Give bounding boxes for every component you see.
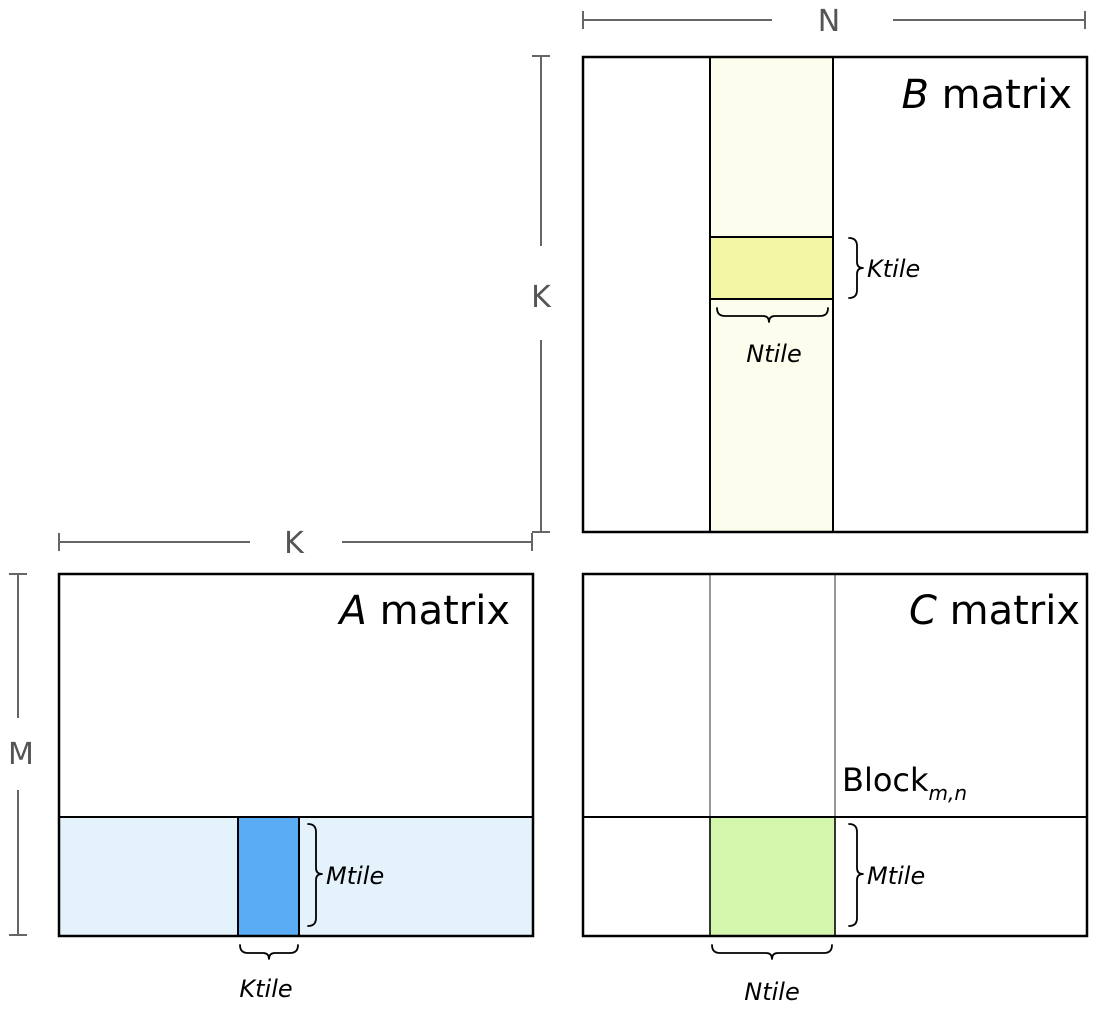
- k-horizontal-dimension-indicator: K: [58, 526, 533, 561]
- m-dimension-indicator: M: [8, 573, 34, 936]
- c-matrix-title: C matrix: [909, 588, 1080, 634]
- c-ntile-brace: [711, 944, 833, 960]
- b-ntile-brace: [716, 307, 829, 323]
- m-dimension-label: M: [8, 737, 34, 772]
- c-matrix: C matrix Blockm,n Mtile Ntile: [581, 572, 1089, 1006]
- a-mtile-brace: [307, 823, 323, 927]
- a-matrix-title: A matrix: [337, 588, 510, 634]
- a-mtile-label: Mtile: [326, 862, 384, 890]
- a-ktile-label: Ktile: [239, 975, 292, 1003]
- c-block: [710, 817, 835, 936]
- a-ktile-brace: [239, 944, 299, 960]
- b-matrix: B matrix Ktile Ntile: [581, 55, 1089, 534]
- a-matrix-frame: [57, 572, 535, 938]
- c-mtile-brace: [848, 823, 864, 927]
- b-ntile-label: Ntile: [746, 340, 801, 368]
- k-horizontal-dimension-label: K: [284, 526, 305, 561]
- n-dimension-indicator: N: [582, 4, 1086, 39]
- b-matrix-title: B matrix: [901, 72, 1072, 118]
- b-ktile-brace: [848, 237, 864, 299]
- c-block-label: Blockm,n: [842, 761, 967, 805]
- a-tile: [237, 816, 300, 937]
- k-vertical-dimension-label: K: [531, 280, 552, 315]
- c-matrix-frame: [581, 572, 1089, 938]
- c-mtile-label: Mtile: [867, 862, 925, 890]
- b-matrix-frame: [581, 55, 1089, 534]
- c-ntile-label: Ntile: [744, 978, 799, 1006]
- b-ktile-label: Ktile: [867, 255, 920, 283]
- b-tile: [709, 236, 834, 300]
- a-matrix: A matrix Mtile Ktile: [57, 572, 535, 1003]
- n-dimension-label: N: [818, 4, 840, 39]
- k-vertical-dimension-indicator: K: [531, 55, 552, 533]
